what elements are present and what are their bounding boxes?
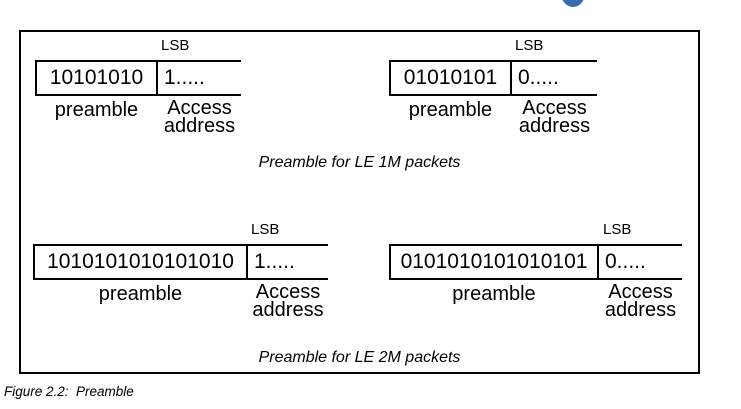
le1m-caption: Preamble for LE 1M packets bbox=[258, 154, 461, 171]
preamble-label: preamble bbox=[98, 283, 183, 305]
lsb-label: LSB bbox=[603, 221, 632, 238]
access-label-line1: Access bbox=[167, 97, 232, 119]
access-label-line2: address bbox=[163, 115, 236, 137]
access-label-line1: Access bbox=[522, 97, 587, 119]
access-label-line1: Access bbox=[608, 281, 673, 303]
access-address-label: Access address bbox=[512, 97, 597, 137]
access-label-line2: address bbox=[604, 299, 677, 321]
access-address-cell: 1..... bbox=[248, 244, 328, 280]
access-label-line2: address bbox=[252, 299, 324, 321]
le2m-caption: Preamble for LE 2M packets bbox=[258, 349, 461, 366]
preamble-label: preamble bbox=[452, 283, 536, 305]
lsb-label: LSB bbox=[251, 221, 280, 238]
access-label-line1: Access bbox=[255, 281, 321, 303]
access-address-label: Access address bbox=[158, 97, 241, 137]
access-address-cell: 0..... bbox=[512, 60, 597, 96]
figure-frame bbox=[19, 30, 700, 374]
preamble-label: preamble bbox=[54, 99, 139, 121]
preamble-cell: 0101010101010101 bbox=[389, 244, 599, 280]
access-address-cell: 0..... bbox=[599, 244, 682, 280]
lsb-label: LSB bbox=[161, 37, 190, 54]
figure-caption: Figure 2.2: Preamble bbox=[4, 384, 134, 399]
annotation-icon[interactable] bbox=[562, 0, 584, 7]
preamble-cell: 1010101010101010 bbox=[33, 244, 248, 280]
lsb-label: LSB bbox=[515, 37, 544, 54]
preamble-cell: 01010101 bbox=[389, 60, 512, 96]
access-label-line2: address bbox=[518, 115, 591, 137]
preamble-label: preamble bbox=[408, 99, 493, 121]
access-address-label: Access address bbox=[599, 281, 682, 321]
access-address-cell: 1..... bbox=[158, 60, 241, 96]
preamble-cell: 10101010 bbox=[35, 60, 158, 96]
access-address-label: Access address bbox=[248, 281, 328, 321]
